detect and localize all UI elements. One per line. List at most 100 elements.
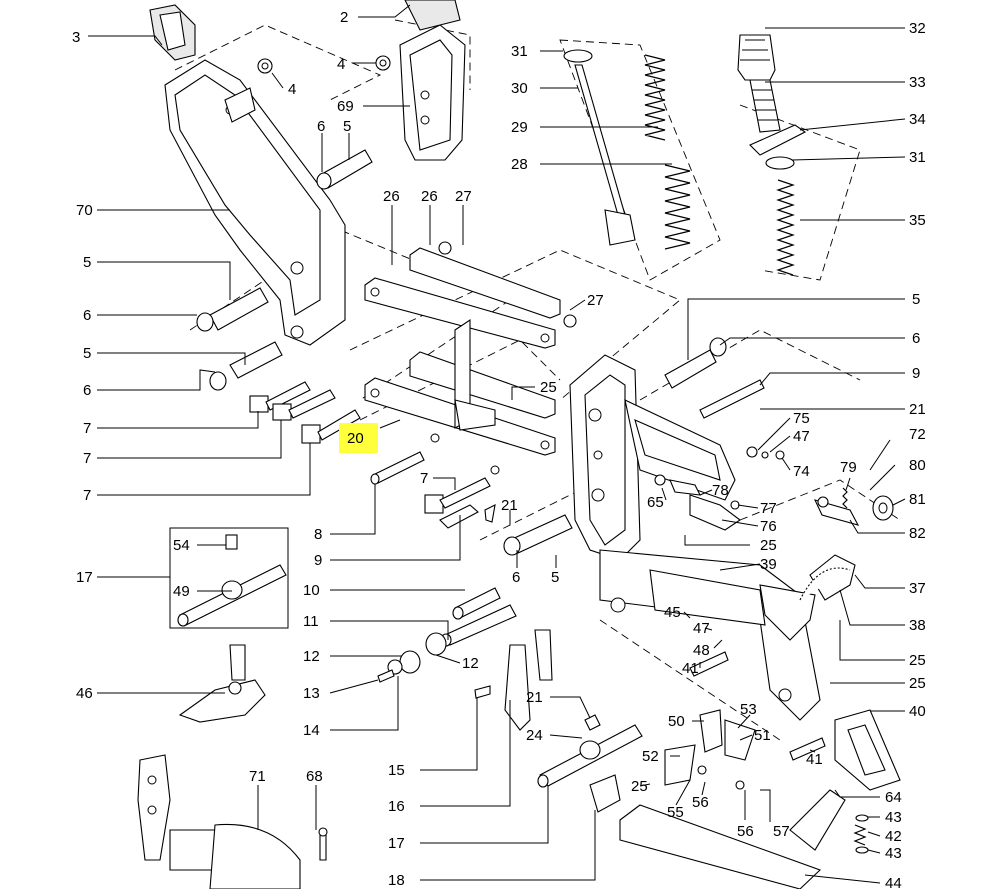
small-fasteners-74-75 [664,337,785,460]
callout-33: 33 [909,74,926,91]
callout-11: 11 [303,613,319,630]
plates-50-53 [664,709,756,790]
callout-40: 40 [909,703,926,720]
main-arm-70 [164,59,346,346]
callout-9: 9 [912,365,920,382]
bracket-3 [149,4,196,61]
callout-10: 10 [303,582,320,599]
washer-31 [765,156,795,170]
callout-28: 28 [511,156,528,173]
callout-6: 6 [83,382,91,399]
callout-69: 69 [337,98,354,115]
swing-arm-79-82 [813,487,894,526]
bracket-16 [474,629,553,731]
callout-21: 21 [526,689,543,706]
callout-25: 25 [540,379,557,396]
main-frame [569,354,821,721]
callout-15: 15 [388,762,405,779]
callout-9: 9 [314,552,322,569]
callout-7: 7 [83,487,91,504]
threaded-33 [749,79,781,133]
arm-44 [619,789,846,890]
callout-13: 13 [303,685,320,702]
pins-10-14 [377,587,517,683]
callout-5: 5 [343,118,351,135]
callout-2: 2 [340,9,348,26]
callout-50: 50 [668,713,685,730]
callout-17: 17 [388,835,405,852]
callout-37: 37 [909,580,926,597]
bracket-69 [399,0,466,161]
callout-7: 7 [83,450,91,467]
pin-41-a [689,651,729,677]
callout-21: 21 [501,497,518,514]
pivot-34 [749,124,807,156]
callout-7: 7 [83,420,91,437]
callout-47: 47 [793,428,810,445]
callout-57: 57 [773,823,790,840]
callout-43: 43 [885,845,902,862]
callout-4: 4 [337,56,345,73]
callout-7: 7 [420,470,428,487]
callout-47: 47 [693,620,710,637]
callout-55: 55 [667,804,684,821]
bushings-upper [196,149,373,391]
callout-56: 56 [737,823,754,840]
spring-35 [776,179,795,276]
nut-27-b [563,314,577,328]
callout-51: 51 [754,727,771,744]
pin-8 [370,451,425,485]
callout-71: 71 [249,768,266,785]
pin-41-b [789,737,826,761]
callout-17: 17 [76,569,93,586]
callout-12: 12 [462,655,479,672]
callout-74: 74 [793,463,810,480]
callout-5: 5 [83,345,91,362]
callout-27: 27 [587,292,604,309]
gear-segment-37 [799,554,856,601]
callout-labels: 2 3 4 4 69 6 5 70 5 6 5 6 7 7 7 20 26 26… [72,9,926,892]
callout-14: 14 [303,722,320,739]
highlight-20 [339,423,378,453]
spring-28 [664,164,691,250]
callout-31: 31 [909,149,926,166]
callout-5: 5 [551,569,559,586]
callout-32: 32 [909,20,926,37]
callout-72: 72 [909,426,926,443]
callout-6: 6 [512,569,520,586]
callout-25: 25 [631,778,648,795]
leader-lines [88,4,906,884]
spring-29 [644,54,666,141]
callout-45: 45 [664,604,681,621]
callout-25: 25 [760,537,777,554]
boot-32 [737,34,776,81]
callout-39: 39 [760,556,777,573]
plate-40 [834,709,901,791]
callout-43: 43 [885,809,902,826]
callout-79: 79 [840,459,857,476]
callout-52: 52 [642,748,659,765]
clip-9 [439,504,479,529]
callout-78: 78 [712,482,729,499]
rod-30 [563,49,636,246]
callout-81: 81 [909,491,926,508]
callout-26: 26 [421,188,438,205]
callout-18: 18 [388,872,405,889]
callout-6: 6 [317,118,325,135]
pin-21 [484,504,496,523]
callout-35: 35 [909,212,926,229]
callout-30: 30 [511,80,528,97]
callout-31: 31 [511,43,528,60]
callout-16: 16 [388,798,405,815]
callout-42: 42 [885,828,902,845]
callout-65: 65 [647,494,664,511]
callout-25: 25 [909,675,926,692]
callout-12: 12 [303,648,320,665]
callout-29: 29 [511,119,528,136]
callout-64: 64 [885,789,902,806]
callout-25: 25 [909,652,926,669]
bushings-lower [503,514,573,556]
callout-76: 76 [760,518,777,535]
